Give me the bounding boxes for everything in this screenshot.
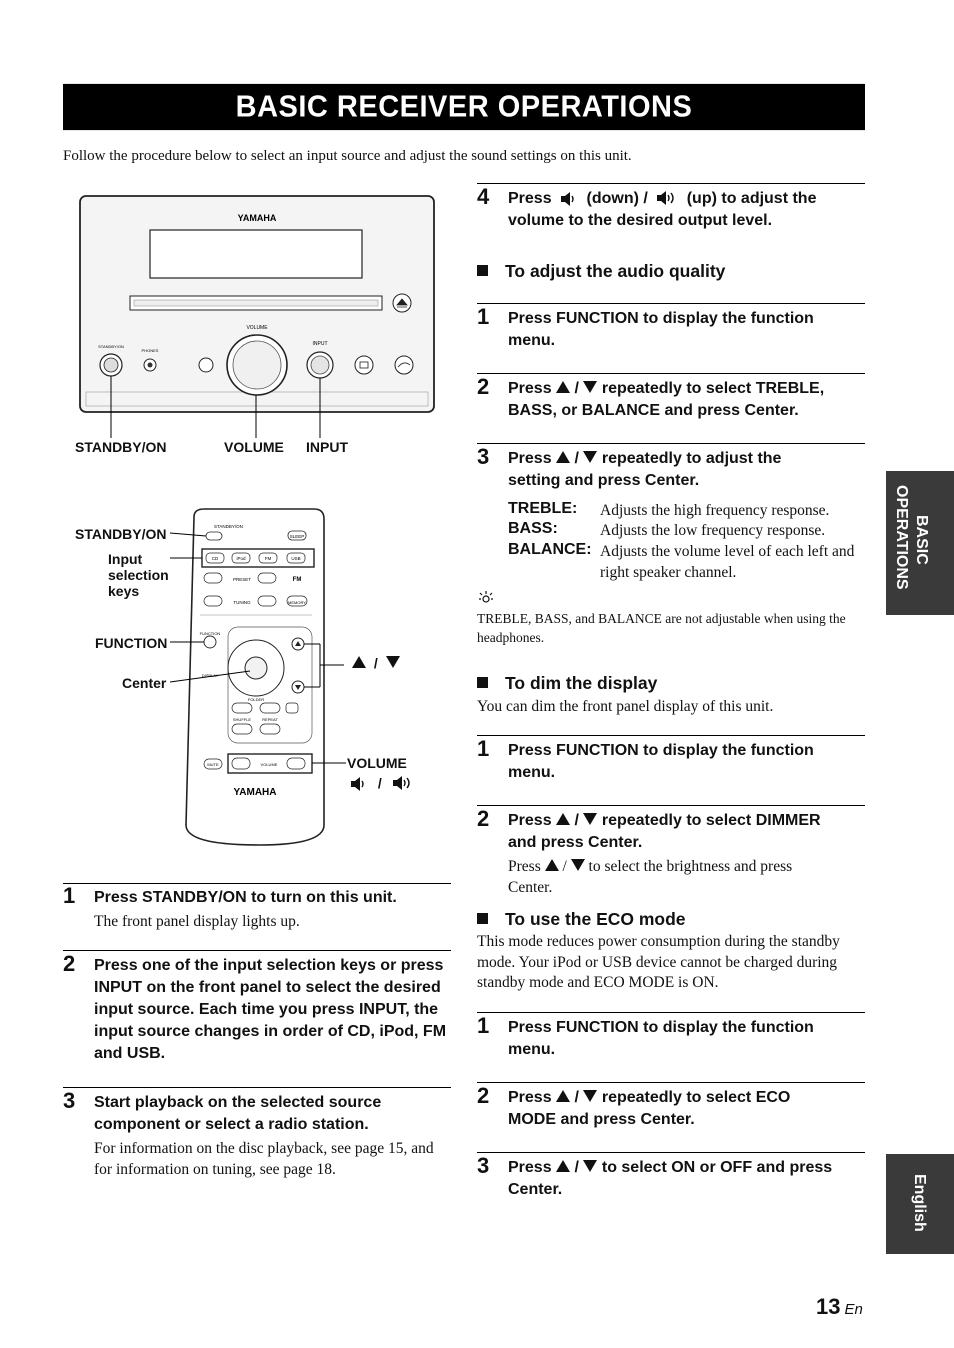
svg-text:PRESET: PRESET — [233, 577, 251, 582]
svg-text:VOLUME: VOLUME — [246, 325, 268, 331]
up-arrow-icon — [556, 1090, 571, 1102]
dim-step-1-instruction: Press FUNCTION to display the function m… — [508, 742, 814, 781]
dim-step-2-detail: Press / to select the brightness and pre… — [508, 858, 793, 896]
svg-text:INPUT: INPUT — [313, 341, 328, 347]
remote-callout-center: Center — [122, 675, 167, 691]
front-panel-illustration: YAMAHA VOLUME INPUT STANDBY/ON PHONES — [79, 195, 435, 438]
front-brand: YAMAHA — [238, 213, 277, 223]
step-2-number: 2 — [63, 951, 76, 976]
remote-callout-volume: VOLUME — [347, 755, 407, 771]
svg-text:FM: FM — [293, 577, 302, 583]
eco-step-3-number: 3 — [477, 1153, 490, 1178]
down-arrow-icon — [385, 656, 400, 668]
step-1-number: 1 — [63, 883, 76, 908]
dim-description: You can dim the front panel display of t… — [477, 698, 774, 715]
eco-step-2-number: 2 — [477, 1083, 490, 1108]
svg-text:MUTE: MUTE — [207, 762, 219, 767]
eco-heading: To use the ECO mode — [477, 909, 686, 930]
svg-text:DISPLAY: DISPLAY — [202, 673, 219, 678]
front-callout-input: INPUT — [306, 439, 348, 455]
language-tab: English — [886, 1154, 954, 1254]
svg-text:FUNCTION: FUNCTION — [200, 631, 221, 636]
page-title: BASIC RECEIVER OPERATIONS — [63, 83, 865, 131]
dim-step-2-number: 2 — [477, 806, 490, 831]
eco-step-1-number: 1 — [477, 1013, 490, 1038]
volume-up-icon — [657, 191, 674, 205]
audio-step-1-instruction: Press FUNCTION to display the function m… — [508, 310, 814, 349]
down-arrow-icon — [583, 813, 598, 825]
step-3-number: 3 — [63, 1088, 76, 1113]
step-3-detail: For information on the disc playback, se… — [94, 1140, 434, 1178]
up-arrow-icon — [556, 1160, 571, 1172]
eco-step-1-instruction: Press FUNCTION to display the function m… — [508, 1019, 814, 1058]
tip-icon — [479, 591, 493, 603]
volume-down-icon — [561, 192, 574, 206]
svg-text:YAMAHA: YAMAHA — [234, 787, 277, 798]
svg-text:STANDBY/ON: STANDBY/ON — [214, 524, 243, 529]
down-arrow-icon — [583, 1090, 598, 1102]
volume-down-icon — [351, 777, 364, 791]
down-arrow-icon — [583, 451, 598, 463]
up-arrow-icon — [556, 813, 571, 825]
svg-text:STANDBY/ON: STANDBY/ON — [98, 344, 124, 349]
intro-text: Follow the procedure below to select an … — [63, 148, 632, 164]
audio-step-2-number: 2 — [477, 374, 490, 399]
audio-step-2-instruction: Press / repeatedly to select TREBLE,BASS… — [508, 380, 825, 419]
down-arrow-icon — [570, 859, 585, 871]
page-number: 13 En — [816, 1294, 863, 1319]
eco-description: This mode reduces power consumption duri… — [477, 933, 840, 991]
audio-step-1-number: 1 — [477, 304, 490, 329]
front-callout-volume: VOLUME — [224, 439, 284, 455]
dim-step-1-number: 1 — [477, 736, 490, 761]
down-arrow-icon — [583, 381, 598, 393]
step-3-instruction: Start playback on the selected source co… — [94, 1094, 382, 1133]
volume-up-icon — [392, 776, 410, 790]
remote-callout-function: FUNCTION — [95, 635, 168, 651]
svg-text:PHONES: PHONES — [142, 348, 159, 353]
svg-text:SLEEP: SLEEP — [290, 534, 305, 539]
tip-text: TREBLE, BASS, and BALANCE are not adjust… — [477, 611, 846, 645]
step-1-instruction: Press STANDBY/ON to turn on this unit. — [94, 889, 397, 906]
section-tab: BASIC OPERATIONS — [886, 471, 954, 615]
step-4-number: 4 — [477, 184, 490, 209]
svg-text:MEMORY: MEMORY — [288, 600, 306, 605]
up-arrow-icon — [352, 656, 366, 668]
up-arrow-icon — [556, 381, 571, 393]
svg-text:CD: CD — [212, 556, 219, 561]
remote-callout-input-keys: Input selection keys — [108, 551, 169, 599]
svg-text:FM: FM — [265, 556, 272, 561]
svg-text:iPod: iPod — [236, 556, 246, 561]
step-2-instruction: Press one of the input selection keys or… — [94, 957, 447, 1062]
remote-illustration: STANDBY/ON SLEEP CD iPod FM USB PRESET F… — [170, 508, 346, 846]
svg-text:USB: USB — [291, 556, 300, 561]
dim-heading: To dim the display — [477, 673, 657, 694]
step-1-detail: The front panel display lights up. — [94, 913, 300, 930]
svg-text:SHUFFLE: SHUFFLE — [233, 717, 252, 722]
audio-step-3-number: 3 — [477, 444, 490, 469]
svg-text:VOLUME: VOLUME — [261, 762, 278, 767]
down-arrow-icon — [583, 1160, 598, 1172]
remote-callout-standby: STANDBY/ON — [75, 526, 167, 542]
up-arrow-icon — [544, 859, 559, 871]
up-arrow-icon — [556, 451, 571, 463]
svg-text:FOLDER: FOLDER — [248, 697, 264, 702]
remote-callout-volume-icons: / — [350, 775, 414, 791]
step-4-instruction: Press (down) / (up) to adjust the volume… — [508, 190, 817, 229]
remote-callout-updown: / — [352, 655, 400, 671]
svg-text:REPEAT: REPEAT — [262, 717, 278, 722]
front-callout-standby: STANDBY/ON — [75, 439, 167, 455]
audio-heading: To adjust the audio quality — [477, 261, 725, 282]
svg-text:TUNING: TUNING — [233, 600, 251, 605]
